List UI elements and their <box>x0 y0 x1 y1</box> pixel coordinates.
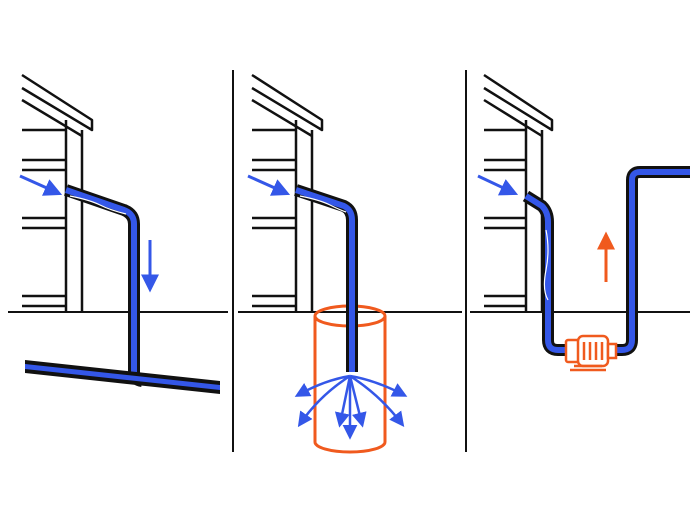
downspout-icon <box>522 166 690 356</box>
sewer-pipe-icon <box>25 360 220 394</box>
panel-sump-pump <box>470 73 690 372</box>
arrow-in-icon <box>247 174 291 196</box>
downspout-icon <box>64 184 144 387</box>
arrow-in-icon <box>477 174 519 196</box>
house-icon <box>251 73 324 312</box>
arrow-in-icon <box>19 174 63 196</box>
pump-icon <box>564 334 618 372</box>
house-icon <box>483 73 554 312</box>
house-icon <box>21 73 94 312</box>
panel-storm-sewer <box>8 73 228 394</box>
dispersal-arrows-icon <box>294 374 408 440</box>
downspout-icon <box>294 184 358 372</box>
panel-dry-well <box>238 73 462 454</box>
